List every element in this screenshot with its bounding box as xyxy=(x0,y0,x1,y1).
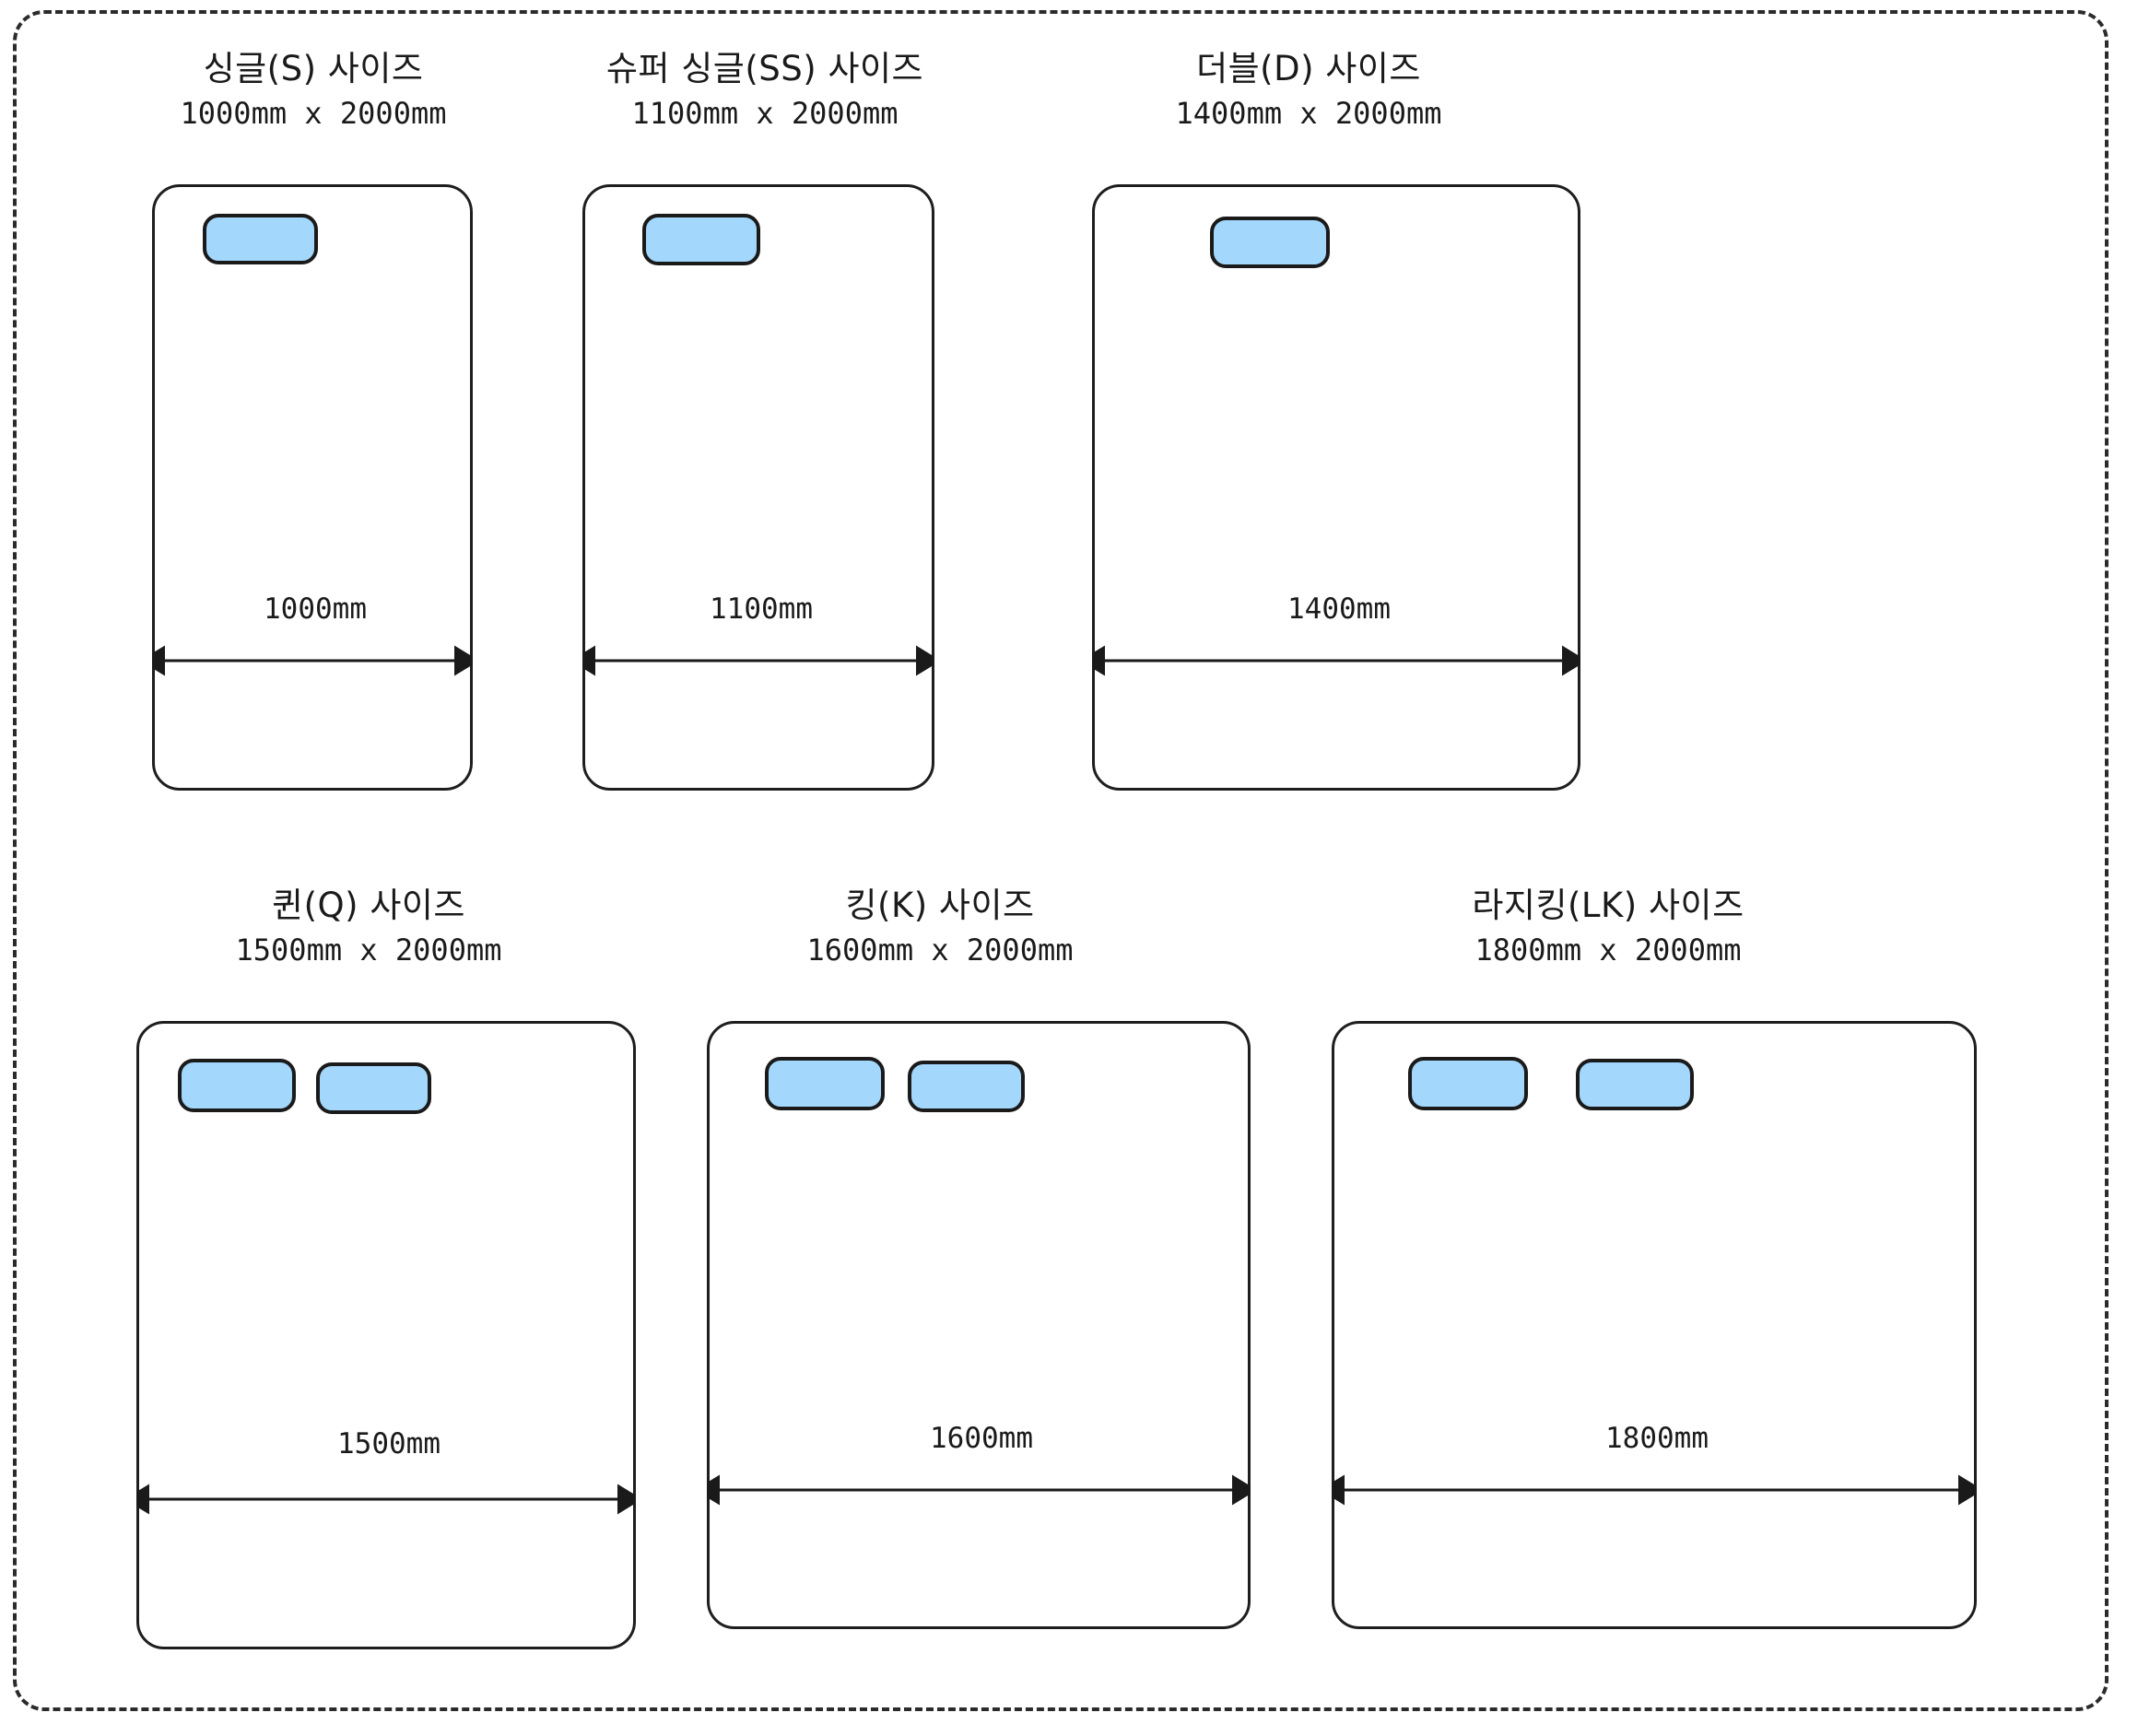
card-subtitle-queen: 1500mm x 2000mm xyxy=(235,932,502,968)
dimension-arrow-large-king xyxy=(1332,1474,1977,1506)
dimension-arrow-single xyxy=(152,645,473,676)
dimension-label-double: 1400mm xyxy=(1287,592,1391,626)
card-subtitle-super-single: 1100mm x 2000mm xyxy=(631,95,899,131)
dashed-outer-frame xyxy=(13,10,2109,1711)
pillow-icon xyxy=(765,1057,885,1110)
mattress-shape-king[interactable]: 1600mm xyxy=(707,1021,1251,1629)
mattress-shape-super-single[interactable]: 1100mm xyxy=(582,184,934,791)
card-titles-single: 싱글(S) 사이즈 1000mm x 2000mm xyxy=(101,48,525,133)
size-row-bottom: 퀸(Q) 사이즈 1500mm x 2000mm 1500mm xyxy=(0,885,2138,1677)
size-card-queen[interactable]: 퀸(Q) 사이즈 1500mm x 2000mm 1500mm xyxy=(83,885,654,1677)
dimension-label-king: 1600mm xyxy=(930,1422,1033,1455)
card-title-single: 싱글(S) 사이즈 xyxy=(203,49,424,88)
mattress-shape-double[interactable]: 1400mm xyxy=(1092,184,1580,791)
card-titles-double: 더블(D) 사이즈 1400mm x 2000mm xyxy=(1014,48,1604,133)
size-card-double[interactable]: 더블(D) 사이즈 1400mm x 2000mm 1400mm xyxy=(1014,48,1604,813)
dimension-label-queen: 1500mm xyxy=(337,1427,441,1460)
size-card-large-king[interactable]: 라지킹(LK) 사이즈 1800mm x 2000mm 1800mm xyxy=(1244,885,1977,1677)
card-subtitle-large-king: 1800mm x 2000mm xyxy=(1474,932,1742,968)
dimension-label-single: 1000mm xyxy=(264,592,367,626)
card-title-large-king: 라지킹(LK) 사이즈 xyxy=(1472,886,1744,925)
mattress-shape-single[interactable]: 1000mm xyxy=(152,184,473,791)
card-titles-queen: 퀸(Q) 사이즈 1500mm x 2000mm xyxy=(83,885,654,969)
card-titles-large-king: 라지킹(LK) 사이즈 1800mm x 2000mm xyxy=(1244,885,1972,969)
dimension-arrow-super-single xyxy=(582,645,934,676)
pillow-icon xyxy=(316,1062,431,1114)
size-card-super-single[interactable]: 슈퍼 싱글(SS) 사이즈 1100mm x 2000mm 1100mm xyxy=(516,48,1014,813)
card-titles-super-single: 슈퍼 싱글(SS) 사이즈 1100mm x 2000mm xyxy=(516,48,1014,133)
card-titles-king: 킹(K) 사이즈 1600mm x 2000mm xyxy=(636,885,1244,969)
mattress-shape-large-king[interactable]: 1800mm xyxy=(1332,1021,1977,1629)
dimension-label-large-king: 1800mm xyxy=(1605,1422,1709,1455)
dimension-arrow-double xyxy=(1092,645,1580,676)
pillow-icon xyxy=(642,214,760,265)
dimension-label-super-single: 1100mm xyxy=(710,592,813,626)
mattress-shape-queen[interactable]: 1500mm xyxy=(136,1021,636,1649)
card-title-super-single: 슈퍼 싱글(SS) 사이즈 xyxy=(605,49,924,88)
card-title-king: 킹(K) 사이즈 xyxy=(845,886,1035,925)
card-title-queen: 퀸(Q) 사이즈 xyxy=(272,886,465,925)
dimension-arrow-queen xyxy=(136,1484,636,1515)
size-card-king[interactable]: 킹(K) 사이즈 1600mm x 2000mm 1600mm xyxy=(636,885,1251,1677)
card-subtitle-single: 1000mm x 2000mm xyxy=(180,95,447,131)
pillow-icon xyxy=(1210,217,1330,268)
pillow-icon xyxy=(1576,1059,1694,1110)
pillow-icon xyxy=(908,1061,1025,1112)
pillow-icon xyxy=(203,214,318,264)
size-row-top: 싱글(S) 사이즈 1000mm x 2000mm 1000mm xyxy=(0,48,2138,813)
card-subtitle-king: 1600mm x 2000mm xyxy=(806,932,1074,968)
card-subtitle-double: 1400mm x 2000mm xyxy=(1175,95,1442,131)
size-card-single[interactable]: 싱글(S) 사이즈 1000mm x 2000mm 1000mm xyxy=(101,48,525,813)
pillow-icon xyxy=(1408,1057,1528,1110)
dimension-arrow-king xyxy=(707,1474,1251,1506)
card-title-double: 더블(D) 사이즈 xyxy=(1196,49,1421,88)
pillow-icon xyxy=(178,1059,296,1112)
